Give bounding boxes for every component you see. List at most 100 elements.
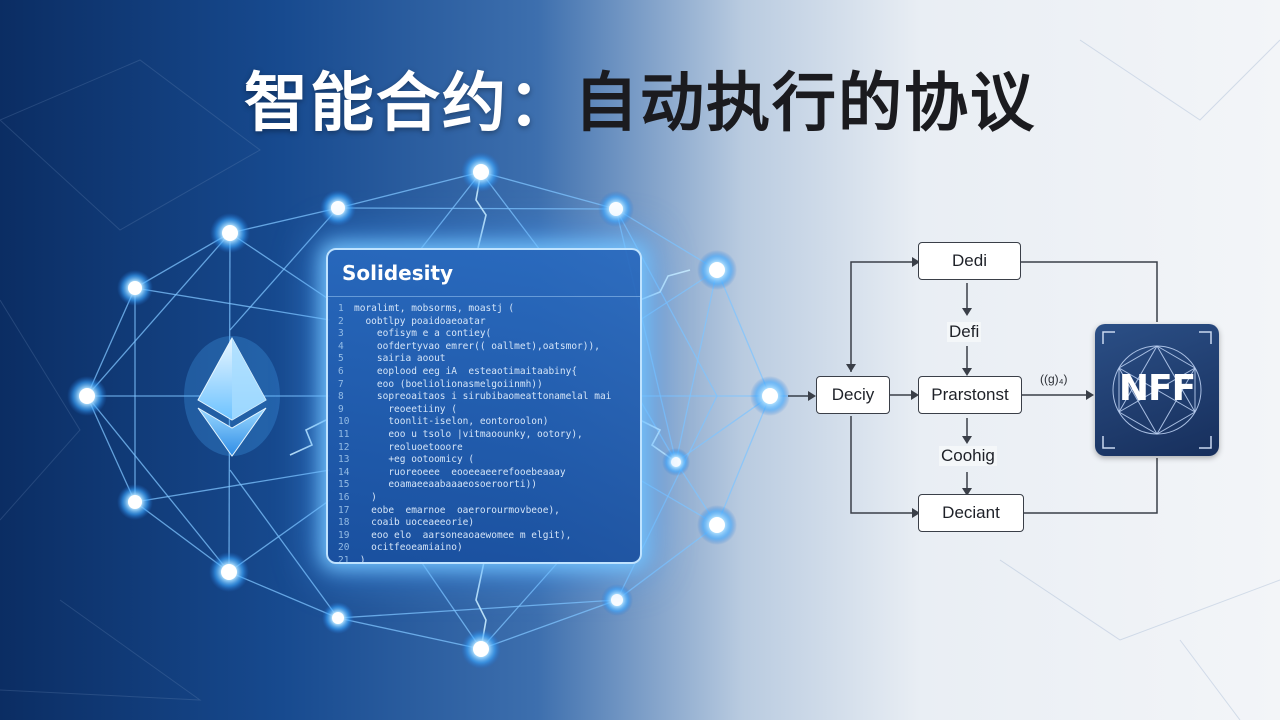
code-line-number: 14	[338, 466, 350, 478]
code-line-text: eofisym e a contiey(	[354, 328, 492, 340]
code-line-number: 5	[338, 353, 344, 365]
network-node-icon	[117, 484, 153, 520]
code-line: 5 sairia aoout	[338, 353, 630, 366]
code-line-number: 3	[338, 328, 344, 340]
code-line: 13 +eg ootoomicy (	[338, 454, 630, 467]
flow-box-left: Deciy	[816, 376, 890, 414]
network-node-icon	[322, 602, 354, 634]
code-line-number: 11	[338, 428, 350, 440]
code-line-number: 2	[338, 315, 344, 327]
code-line-text: eoo elo aarsoneaoaewomee m elgit),	[354, 529, 572, 541]
flowchart-arrowheads	[808, 257, 1094, 518]
code-line-text: moralimt, mobsorms, moastj (	[354, 303, 515, 314]
code-line-text: toonlit-iselon, eontoroolon)	[354, 416, 549, 428]
code-line-text: eobe emarnoe oaerorourmovbeoe),	[354, 504, 560, 516]
ethereum-icon	[184, 336, 280, 457]
code-line: 9 reoeetiiny (	[338, 404, 630, 417]
code-line-text: oofdertyvao emrer(( oallmet),oatsmor)),	[354, 340, 600, 352]
code-line-number: 18	[338, 517, 350, 529]
code-body: 1 moralimt, mobsorms, moastj ( 2 oobtlpy p…	[328, 297, 640, 564]
code-line: 20 ocitfeoeamiaino)	[338, 542, 630, 555]
network-node-icon	[601, 584, 633, 616]
code-line-text: reoluoetooore	[354, 441, 463, 453]
page-title: 智能合约：自动执行的协议	[0, 52, 1280, 144]
code-line-text: oobtlpy poaidoaeoatar	[354, 315, 486, 327]
code-line-text: ruoreoeee eooeeaeerefooebeaaay	[354, 466, 566, 478]
flow-label-lower: Coohig	[939, 446, 997, 466]
code-line-number: 1	[338, 303, 344, 314]
network-nodes	[67, 152, 790, 669]
flow-label-upper: Defi	[947, 322, 982, 342]
network-node-icon	[750, 376, 790, 416]
flow-box-top: Dedi	[918, 242, 1021, 280]
network-node-icon	[697, 250, 737, 290]
code-line-text: coaib uoceaeeorie)	[354, 517, 475, 529]
code-line: 8 sopreoaitaos i sirubibaomeattonamelal …	[338, 391, 630, 404]
network-node-icon	[461, 629, 501, 669]
code-line: 12 reoluoetooore	[338, 442, 630, 455]
code-line-number: 20	[338, 542, 350, 554]
code-line: 6 eoplood eeg iA esteaotimaitaabiny{	[338, 366, 630, 379]
code-line-number: 4	[338, 340, 344, 352]
code-line: 19 eoo elo aarsoneaoaewomee m elgit),	[338, 530, 630, 543]
code-line: 21 )	[338, 554, 630, 564]
flow-box-center: Prarstonst	[918, 376, 1022, 414]
code-line: 15 eoamaeeaabaaaeosoeroorti))	[338, 479, 630, 492]
code-line-text: )	[354, 491, 377, 503]
flow-edge-label: ((g)₄)	[1040, 372, 1068, 386]
code-line-number: 17	[338, 504, 350, 516]
code-line: 14 ruoreoeee eooeeaeerefooebeaaay	[338, 467, 630, 480]
network-node-icon	[662, 448, 690, 476]
flow-box-bottom: Deciant	[918, 494, 1024, 532]
code-line: 18 coaib uoceaeeorie)	[338, 517, 630, 530]
code-panel-header: Solidesity	[328, 250, 640, 297]
code-line: 4 oofdertyvao emrer(( oallmet),oatsmor))…	[338, 341, 630, 354]
network-node-icon	[598, 191, 634, 227]
code-line-number: 10	[338, 416, 350, 428]
code-line-text: eoplood eeg iA esteaotimaitaabiny{	[354, 365, 578, 377]
code-line: 1 moralimt, mobsorms, moastj (	[338, 303, 630, 316]
code-line-text: reoeetiiny (	[354, 403, 457, 415]
code-line-text: eoo (boeliolionasmelgoiinmh))	[354, 378, 543, 390]
code-line-text: )	[354, 554, 366, 564]
code-panel: Solidesity 1 moralimt, mobsorms, moastj (…	[326, 248, 642, 564]
code-line-text: sopreoaitaos i sirubibaomeattonamelal ma…	[354, 391, 612, 403]
code-line-number: 8	[338, 391, 344, 403]
code-line-text: ocitfeoeamiaino)	[354, 542, 463, 554]
code-line-text: +eg ootoomicy (	[354, 454, 475, 466]
code-line: 16 )	[338, 492, 630, 505]
network-node-icon	[117, 270, 153, 306]
network-node-icon	[209, 552, 249, 592]
code-line: 11 eoo u tsolo |vitmaoounky, ootory),	[338, 429, 630, 442]
code-line-number: 15	[338, 479, 350, 491]
network-node-icon	[320, 190, 356, 226]
code-line: 10 toonlit-iselon, eontoroolon)	[338, 416, 630, 429]
code-line-number: 21	[338, 554, 350, 564]
code-line-number: 12	[338, 441, 350, 453]
code-line: 17 eobe emarnoe oaerorourmovbeoe),	[338, 505, 630, 518]
nft-badge: NFF	[1095, 324, 1219, 456]
code-line-number: 19	[338, 529, 350, 541]
code-line: 7 eoo (boeliolionasmelgoiinmh))	[338, 379, 630, 392]
nft-badge-text: NFF	[1118, 368, 1196, 409]
network-node-icon	[461, 152, 501, 192]
title-right: 自动执行的协议	[574, 67, 1036, 141]
code-line-number: 7	[338, 378, 344, 390]
code-panel-title: Solidesity	[342, 261, 454, 285]
code-line-text: eoamaeeaabaaaeosoeroorti))	[354, 479, 538, 491]
code-line-text: sairia aoout	[354, 353, 446, 365]
flowchart-connectors	[788, 261, 1158, 514]
nft-badge-icon	[1102, 331, 1212, 449]
network-node-icon	[210, 213, 250, 253]
code-line-number: 9	[338, 403, 344, 415]
code-line-number: 6	[338, 365, 344, 377]
network-node-icon	[67, 376, 107, 416]
code-line: 3 eofisym e a contiey(	[338, 328, 630, 341]
code-line-text: eoo u tsolo |vitmaoounky, ootory),	[354, 428, 583, 440]
background-mesh	[0, 39, 1280, 720]
code-line-number: 13	[338, 454, 350, 466]
code-line: 2 oobtlpy poaidoaeoatar	[338, 316, 630, 329]
network-node-icon	[697, 505, 737, 545]
code-line-number: 16	[338, 491, 350, 503]
